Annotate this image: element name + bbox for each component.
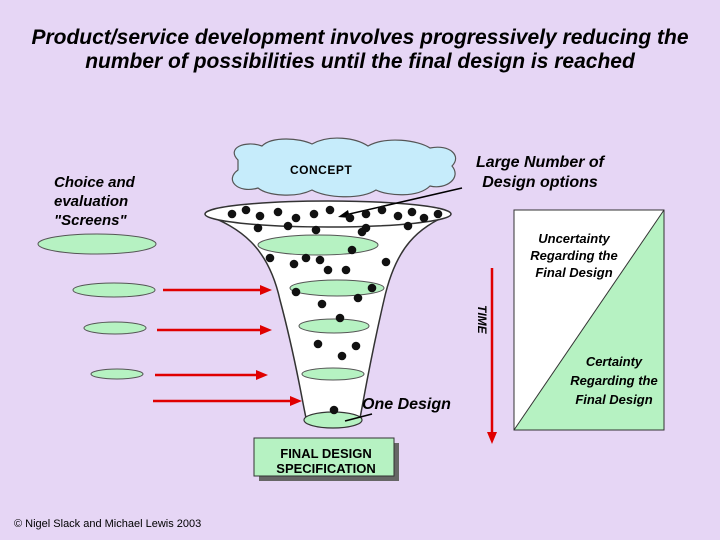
design-option-dot [367,283,377,293]
design-option-dot [289,259,299,269]
callout-one-design [344,413,373,422]
design-option-dot [361,209,371,219]
design-option-dots [227,205,443,415]
design-option-dot [337,351,347,361]
design-option-dot [315,255,325,265]
design-option-dot [381,257,391,267]
design-option-dot [255,211,265,221]
screen-disc-3 [83,321,147,335]
time-label: TIME [475,305,489,334]
design-option-dot [301,253,311,263]
design-option-dot [273,207,283,217]
screens-label: Choice and evaluation "Screens" [54,174,135,229]
concept-label: CONCEPT [290,163,353,177]
arrow-head [256,370,268,380]
design-option-dot [403,221,413,231]
design-option-dot [335,313,345,323]
design-option-dot [291,213,301,223]
page-title: Product/service development involves pro… [31,26,689,73]
design-option-dot [309,209,319,219]
certainty-box [513,209,665,431]
design-option-dot [419,213,429,223]
design-option-dot [407,207,417,217]
arrow-head [290,396,302,406]
design-option-dot [313,339,323,349]
arrow-head [260,325,272,335]
design-option-dot [265,253,275,263]
design-option-dot [341,265,351,275]
design-option-dot [353,293,363,303]
final-spec-label: FINAL DESIGN SPECIFICATION [276,446,376,476]
funnel-screen [298,318,370,334]
design-option-dot [393,211,403,221]
design-option-dot [357,227,367,237]
design-option-dot [345,213,355,223]
design-option-dot [433,209,443,219]
design-option-dot [253,223,263,233]
one-design-label: One Design [362,396,451,413]
screen-arrows [153,268,497,444]
design-option-dot [241,205,251,215]
certainty-label: Certainty Regarding the Final Design [570,354,658,407]
design-option-dot [347,245,357,255]
funnel-screen [301,367,365,381]
concept-cloud [231,137,457,198]
funnel-screen [289,279,385,297]
arrow-head [260,285,272,295]
screen-disc-2 [72,282,156,298]
funnel-bottom [303,411,363,429]
spec-box [253,437,395,477]
funnel-screen [257,234,379,256]
copyright-text: © Nigel Slack and Michael Lewis 2003 [14,518,202,530]
screen-disc-4 [90,368,144,380]
design-option-dot [325,205,335,215]
certainty-diagonal [513,209,665,431]
uncertainty-label: Uncertainty Regarding the Final Design [530,231,618,280]
funnel-rim [204,200,452,228]
large-number-label: Large Number of Design options [475,154,604,191]
design-option-dot [329,405,339,415]
design-option-dot [351,341,361,351]
design-option-dot [283,221,293,231]
screen-disc-1 [37,233,157,255]
design-option-dot [227,209,237,219]
design-option-dot [291,287,301,297]
arrow-head [487,432,497,444]
design-option-dot [317,299,327,309]
design-option-dot [311,225,321,235]
design-option-dot [377,205,387,215]
design-option-dot [323,265,333,275]
